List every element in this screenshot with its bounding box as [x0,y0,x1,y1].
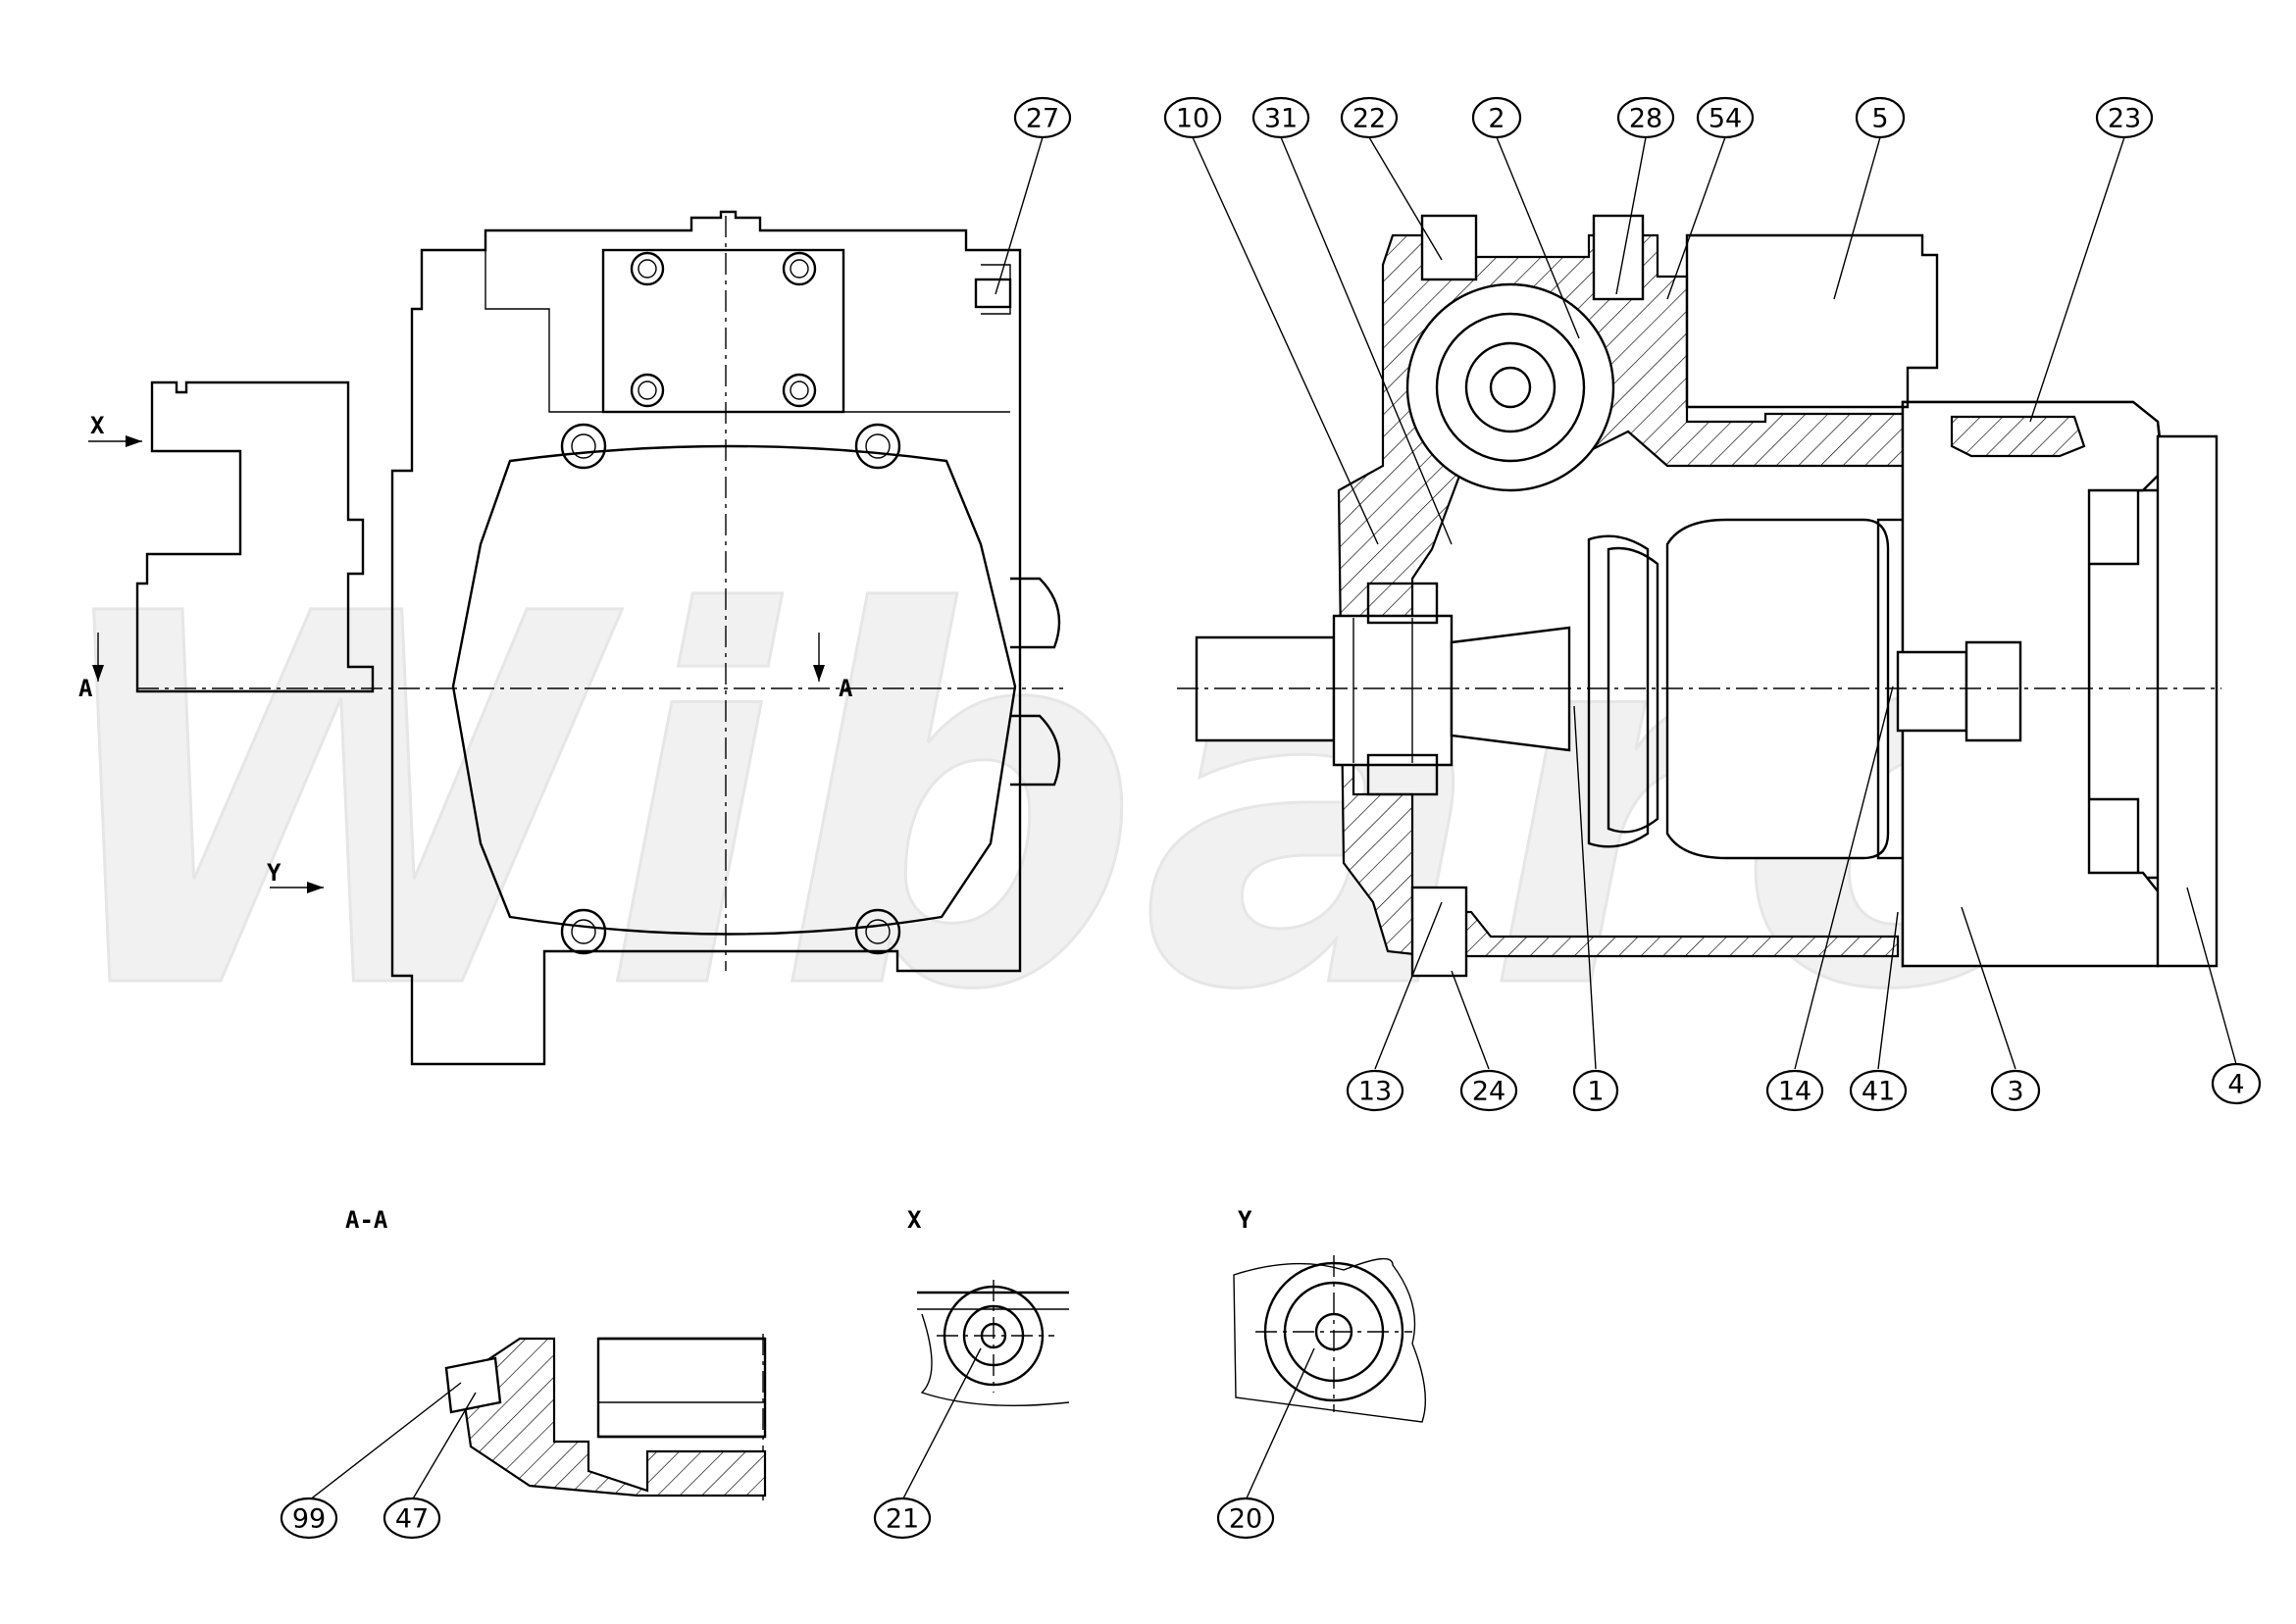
svg-text:1: 1 [1587,1077,1604,1107]
detail-y-label: Y [1238,1206,1252,1234]
balloon-2: 2 [1471,96,1522,139]
svg-text:28: 28 [1629,104,1662,134]
section-aa: A-A [345,1206,767,1500]
svg-text:22: 22 [1352,104,1386,134]
svg-text:3: 3 [2007,1077,2023,1107]
balloon-21: 21 [873,1497,932,1540]
balloon-28: 28 [1616,96,1675,139]
balloon-31: 31 [1251,96,1310,139]
svg-text:14: 14 [1778,1077,1811,1107]
section-a-right: A [839,675,853,702]
svg-text:21: 21 [886,1504,919,1535]
leader-lines [308,136,2237,1501]
section-a-left: A [78,675,93,702]
svg-text:4: 4 [2227,1070,2244,1100]
svg-text:54: 54 [1709,104,1742,134]
svg-text:23: 23 [2108,104,2141,134]
svg-text:99: 99 [292,1504,326,1535]
detail-x: X [907,1206,1070,1407]
detail-x-label: X [907,1206,922,1234]
svg-text:13: 13 [1358,1077,1392,1107]
balloon-20: 20 [1216,1497,1275,1540]
balloon-1: 1 [1572,1069,1619,1112]
x-view-marker: X [90,412,105,439]
balloon-41: 41 [1849,1069,1908,1112]
section-view [1177,214,2221,978]
svg-text:10: 10 [1176,104,1209,134]
balloon-14: 14 [1765,1069,1824,1112]
svg-text:20: 20 [1229,1504,1262,1535]
detail-y: Y [1233,1206,1426,1423]
svg-text:31: 31 [1264,104,1298,134]
balloon-13: 13 [1346,1069,1404,1112]
balloon-27: 27 [1013,96,1072,139]
balloon-54: 54 [1696,96,1755,139]
svg-text:5: 5 [1871,104,1888,134]
end-view: X Y A A [78,210,1069,1066]
balloon-4: 4 [2211,1062,2262,1105]
balloon-23: 23 [2095,96,2154,139]
svg-text:24: 24 [1472,1077,1505,1107]
balloon-22: 22 [1340,96,1399,139]
balloon-24: 24 [1459,1069,1518,1112]
balloon-47: 47 [383,1497,441,1540]
balloon-10: 10 [1163,96,1222,139]
balloon-5: 5 [1855,96,1906,139]
svg-text:41: 41 [1862,1077,1895,1107]
balloon-3: 3 [1990,1069,2041,1112]
bolt-group-top [630,251,817,408]
balloon-99: 99 [280,1497,338,1540]
section-aa-label: A-A [345,1206,388,1234]
svg-text:27: 27 [1026,104,1059,134]
y-view-marker: Y [267,859,281,887]
svg-text:2: 2 [1488,104,1505,134]
svg-text:47: 47 [395,1504,429,1535]
